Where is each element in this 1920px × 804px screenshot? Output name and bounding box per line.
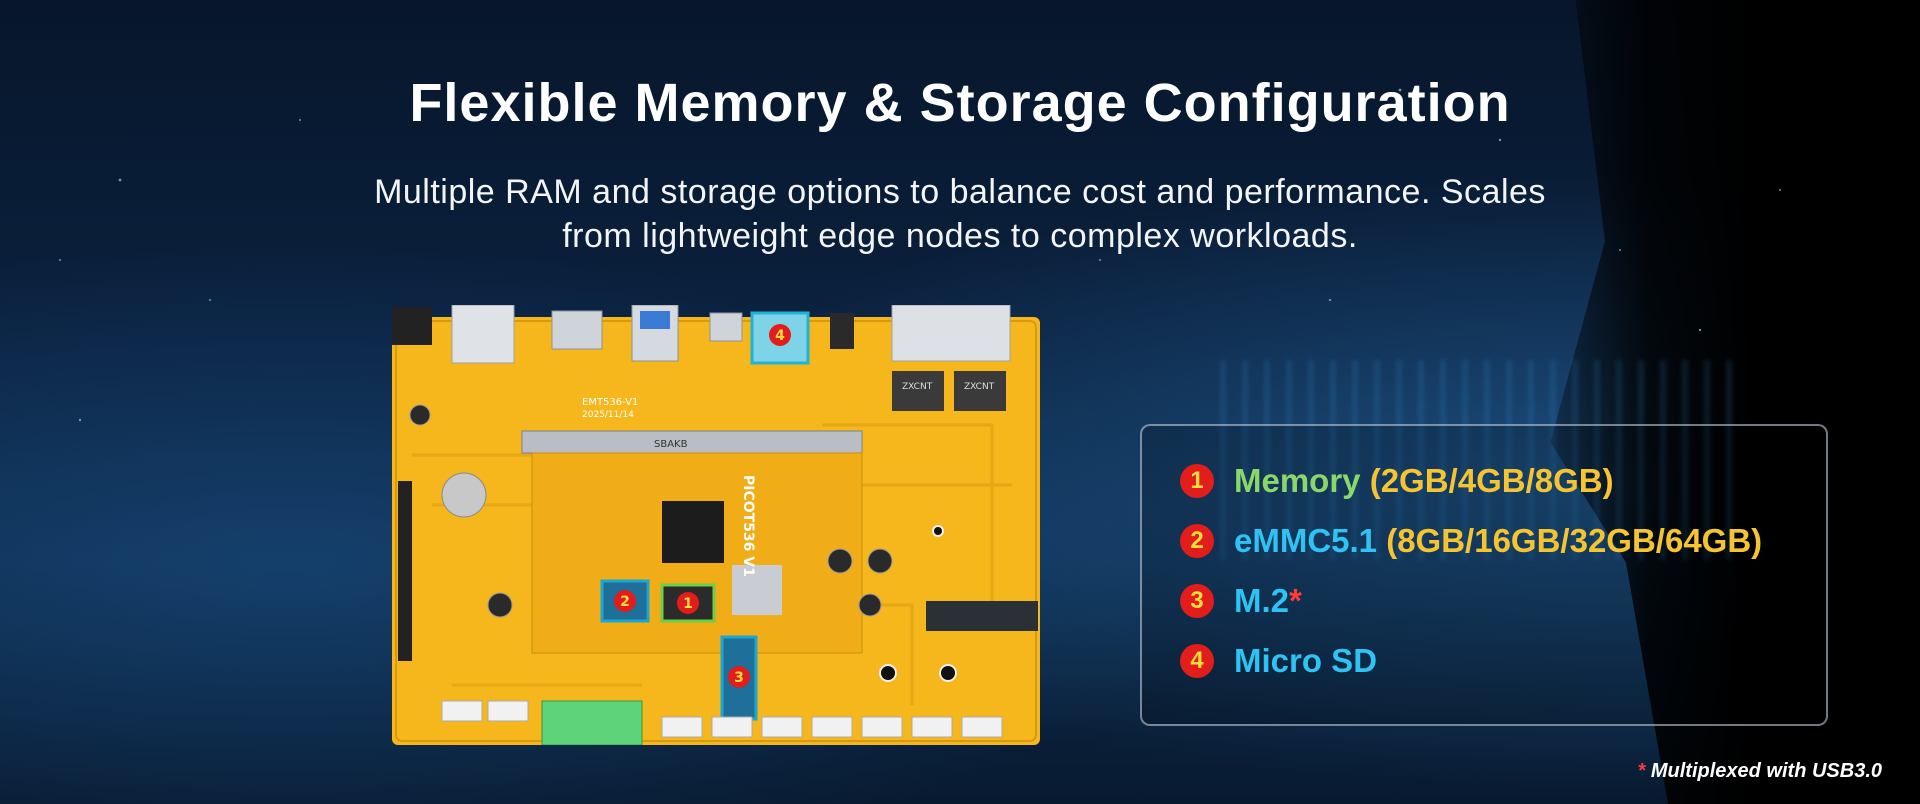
- spec-name: Memory: [1234, 462, 1361, 499]
- subtitle-line-2: from lightweight edge nodes to complex w…: [562, 217, 1358, 255]
- marker-4: [769, 324, 791, 346]
- spec-item-micro-sd: 4 Micro SD: [1180, 642, 1377, 680]
- footnote-text: Multiplexed with USB3.0: [1645, 760, 1882, 782]
- spec-name: Micro SD: [1234, 642, 1378, 679]
- spec-number-badge: 3: [1180, 584, 1214, 618]
- som-label: PICOT536 V1: [740, 475, 756, 577]
- coin-cell: [441, 472, 487, 518]
- spec-text: Memory (2GB/4GB/8GB): [1234, 462, 1614, 500]
- spec-name: eMMC5.1: [1234, 522, 1378, 559]
- mini-pcie-slot: [926, 601, 1038, 631]
- magnetics-label-a: ZXCNT: [902, 382, 933, 392]
- spec-number-badge: 1: [1180, 464, 1214, 498]
- spec-number-badge: 2: [1180, 524, 1214, 558]
- marker-1-label: 1: [683, 596, 693, 612]
- background-circuit-glow: [1220, 360, 1740, 560]
- page-title: Flexible Memory & Storage Configuration: [409, 73, 1511, 133]
- gpio-header: [398, 481, 412, 661]
- spec-item-m2: 3 M.2*: [1180, 582, 1302, 620]
- usb-port-left: [451, 305, 515, 364]
- marker-2: [614, 590, 636, 612]
- silkscreen-model: EMT536-V1: [582, 397, 638, 408]
- power-jack: [392, 307, 432, 345]
- marker-1: [677, 592, 699, 614]
- silkscreen-date: 2025/11/14: [582, 410, 634, 420]
- marker-3: [728, 666, 750, 688]
- spec-text: eMMC5.1 (8GB/16GB/32GB/64GB): [1234, 522, 1762, 560]
- marker-3-label: 3: [734, 670, 744, 686]
- page-subtitle: Multiple RAM and storage options to bala…: [260, 170, 1660, 258]
- spec-asterisk: *: [1289, 582, 1302, 619]
- marker-2-label: 2: [620, 594, 630, 610]
- subtitle-line-1: Multiple RAM and storage options to bala…: [374, 173, 1546, 211]
- slot-label: SBAKB: [654, 439, 688, 450]
- spec-text: M.2*: [1234, 582, 1302, 620]
- spec-name: M.2: [1234, 582, 1290, 619]
- spec-number-badge: 4: [1180, 644, 1214, 678]
- usbc-port: [709, 312, 743, 342]
- audio-jack: [830, 313, 854, 349]
- spec-item-memory: 1 Memory (2GB/4GB/8GB): [1180, 462, 1614, 500]
- spec-options: (8GB/16GB/32GB/64GB): [1386, 522, 1763, 559]
- terminal-block: [541, 700, 643, 745]
- board-image: ZXCNT ZXCNT EMT536-V1 2025/11/14 SBAKB P…: [392, 305, 1040, 745]
- spec-panel: 1 Memory (2GB/4GB/8GB) 2 eMMC5.1 (8GB/16…: [1140, 424, 1828, 726]
- hdmi-port: [551, 310, 603, 350]
- spec-item-emmc: 2 eMMC5.1 (8GB/16GB/32GB/64GB): [1180, 522, 1762, 560]
- marker-4-label: 4: [775, 328, 785, 344]
- shield-can: [732, 565, 782, 615]
- footnote: * Multiplexed with USB3.0: [1638, 760, 1883, 783]
- ethernet-ports: [891, 305, 1011, 362]
- magnetics-label-b: ZXCNT: [964, 382, 995, 392]
- module-slot: [521, 430, 863, 454]
- footnote-star: *: [1637, 760, 1646, 782]
- soc-chip: [662, 501, 724, 563]
- spec-options: (2GB/4GB/8GB): [1369, 462, 1614, 499]
